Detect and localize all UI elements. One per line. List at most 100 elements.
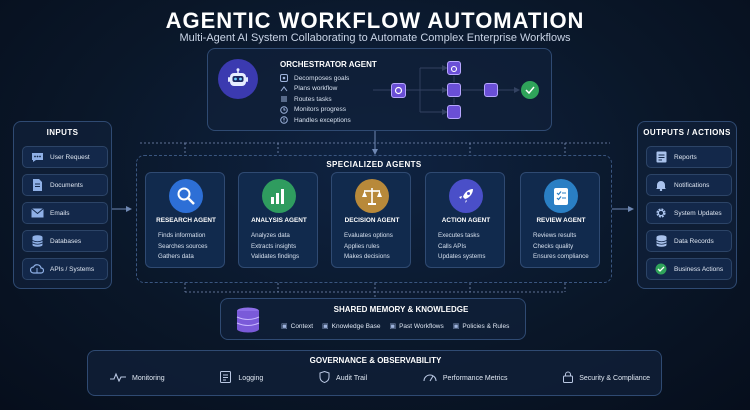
agent-name: ANALYSIS AGENT xyxy=(251,217,307,224)
input-item-databases[interactable]: Databases xyxy=(22,230,108,252)
input-item-user-request[interactable]: User Request xyxy=(22,146,108,168)
orchestrator-task: Routes tasks xyxy=(280,94,351,105)
agent-task: Calls APIs xyxy=(438,242,467,250)
shield-icon xyxy=(319,370,330,385)
memory-item-context[interactable]: ▣Context xyxy=(281,322,314,331)
orchestrator-task: Monitors progress xyxy=(280,105,351,116)
output-item-label: System Updates xyxy=(674,209,722,217)
gauge-icon xyxy=(423,372,437,384)
warning-icon xyxy=(280,116,288,125)
route-icon xyxy=(280,95,288,103)
agent-task: Extracts insights xyxy=(251,242,297,250)
gov-item-security[interactable]: Security & Compliance xyxy=(563,371,650,385)
specialized-title: SPECIALIZED AGENTS xyxy=(326,160,422,169)
specialized-agents-panel: SPECIALIZED AGENTS xyxy=(136,155,612,283)
output-item-notifications[interactable]: Notifications xyxy=(646,174,732,196)
agent-task: Evaluates options xyxy=(344,232,393,239)
robot-icon xyxy=(218,59,258,99)
agent-name: DECISION AGENT xyxy=(344,217,400,224)
memory-item-past-workflows[interactable]: ▣Past Workflows xyxy=(389,322,444,331)
output-item-label: Reports xyxy=(674,153,697,161)
memory-title: SHARED MEMORY & KNOWLEDGE xyxy=(333,305,469,314)
agent-task: Ensures compliance xyxy=(533,253,589,260)
inputs-title: INPUTS xyxy=(46,128,79,137)
agent-task: Reviews results xyxy=(533,232,577,239)
memory-item-policies[interactable]: ▣Policies & Rules xyxy=(452,322,510,331)
pulse-icon xyxy=(110,372,126,384)
output-item-reports[interactable]: Reports xyxy=(646,146,732,168)
output-item-system-updates[interactable]: System Updates xyxy=(646,202,732,224)
gov-item-logging[interactable]: Logging xyxy=(220,371,263,385)
inputs-panel: INPUTS User Request Documents Emails Dat… xyxy=(13,121,112,289)
orchestrator-title: ORCHESTRATOR AGENT xyxy=(280,60,377,69)
orchestrator-task: Decomposes goals xyxy=(280,73,351,84)
rocket-icon xyxy=(449,179,483,213)
agent-task: Makes decisions xyxy=(344,253,390,260)
gov-item-audit-trail[interactable]: Audit Trail xyxy=(319,370,367,385)
workflow-node xyxy=(484,83,498,97)
page-subtitle: Multi-Agent AI System Collaborating to A… xyxy=(179,32,571,44)
governance-panel: GOVERNANCE & OBSERVABILITY Monitoring Lo… xyxy=(87,350,662,396)
gov-item-monitoring[interactable]: Monitoring xyxy=(110,371,165,385)
orchestrator-task: Plans workflow xyxy=(280,84,351,95)
outputs-title: OUTPUTS / ACTIONS xyxy=(643,128,731,137)
agent-task: Searches sources xyxy=(158,242,208,250)
input-item-documents[interactable]: Documents xyxy=(22,174,108,196)
database-icon xyxy=(27,235,47,247)
workflow-start-node xyxy=(391,83,406,98)
agent-task: Validates findings xyxy=(251,253,300,260)
checklist-icon xyxy=(544,179,578,213)
log-icon xyxy=(220,371,232,385)
flow-icon xyxy=(280,85,288,93)
workflow-node xyxy=(447,105,461,119)
outputs-panel: OUTPUTS / ACTIONS Reports Notifications … xyxy=(637,121,737,289)
check-circle-icon xyxy=(521,81,539,99)
target-icon xyxy=(280,74,288,83)
policy-icon: ▣ xyxy=(452,323,460,330)
input-item-label: APIs / Systems xyxy=(50,265,95,273)
agent-task: Gathers data xyxy=(158,253,194,260)
agent-task: Analyzes data xyxy=(251,232,290,239)
report-icon xyxy=(651,151,671,163)
cloud-icon xyxy=(27,264,47,274)
governance-title: GOVERNANCE & OBSERVABILITY xyxy=(309,356,442,365)
input-item-label: User Request xyxy=(50,153,90,161)
input-item-label: Databases xyxy=(50,237,82,245)
agent-task: Updates systems xyxy=(438,253,486,260)
output-item-business-actions[interactable]: Business Actions xyxy=(646,258,732,280)
agent-name: REVIEW AGENT xyxy=(536,217,586,224)
output-item-data-records[interactable]: Data Records xyxy=(646,230,732,252)
input-item-label: Documents xyxy=(50,181,83,189)
memory-database-icon xyxy=(235,307,261,338)
output-item-label: Business Actions xyxy=(674,265,724,273)
database-icon xyxy=(651,235,671,247)
book-icon: ▣ xyxy=(322,323,329,330)
output-item-label: Notifications xyxy=(674,181,710,189)
page-title: AGENTIC WORKFLOW AUTOMATION xyxy=(165,8,585,33)
agent-name: RESEARCH AGENT xyxy=(156,217,216,224)
memory-item-knowledge-base[interactable]: ▣Knowledge Base xyxy=(322,322,381,331)
orchestrator-panel: ORCHESTRATOR AGENT Decomposes goals Plan… xyxy=(207,48,552,131)
document-icon xyxy=(27,179,47,191)
workflow-node xyxy=(447,83,461,97)
input-item-emails[interactable]: Emails xyxy=(22,202,108,224)
check-circle-icon xyxy=(651,263,671,275)
context-icon: ▣ xyxy=(281,323,288,330)
agent-task: Finds information xyxy=(158,232,206,239)
gov-item-performance[interactable]: Performance Metrics xyxy=(423,371,507,385)
input-item-label: Emails xyxy=(50,209,70,217)
agent-name: ACTION AGENT xyxy=(441,217,491,224)
email-icon xyxy=(27,208,47,218)
workflow-node xyxy=(447,61,461,75)
agent-task: Executes tasks xyxy=(438,232,480,239)
shared-memory-panel: SHARED MEMORY & KNOWLEDGE ▣Context ▣Know… xyxy=(220,298,526,340)
bar-chart-icon xyxy=(262,179,296,213)
input-item-apis[interactable]: APIs / Systems xyxy=(22,258,108,280)
output-item-label: Data Records xyxy=(674,237,714,245)
scales-icon xyxy=(355,179,389,213)
